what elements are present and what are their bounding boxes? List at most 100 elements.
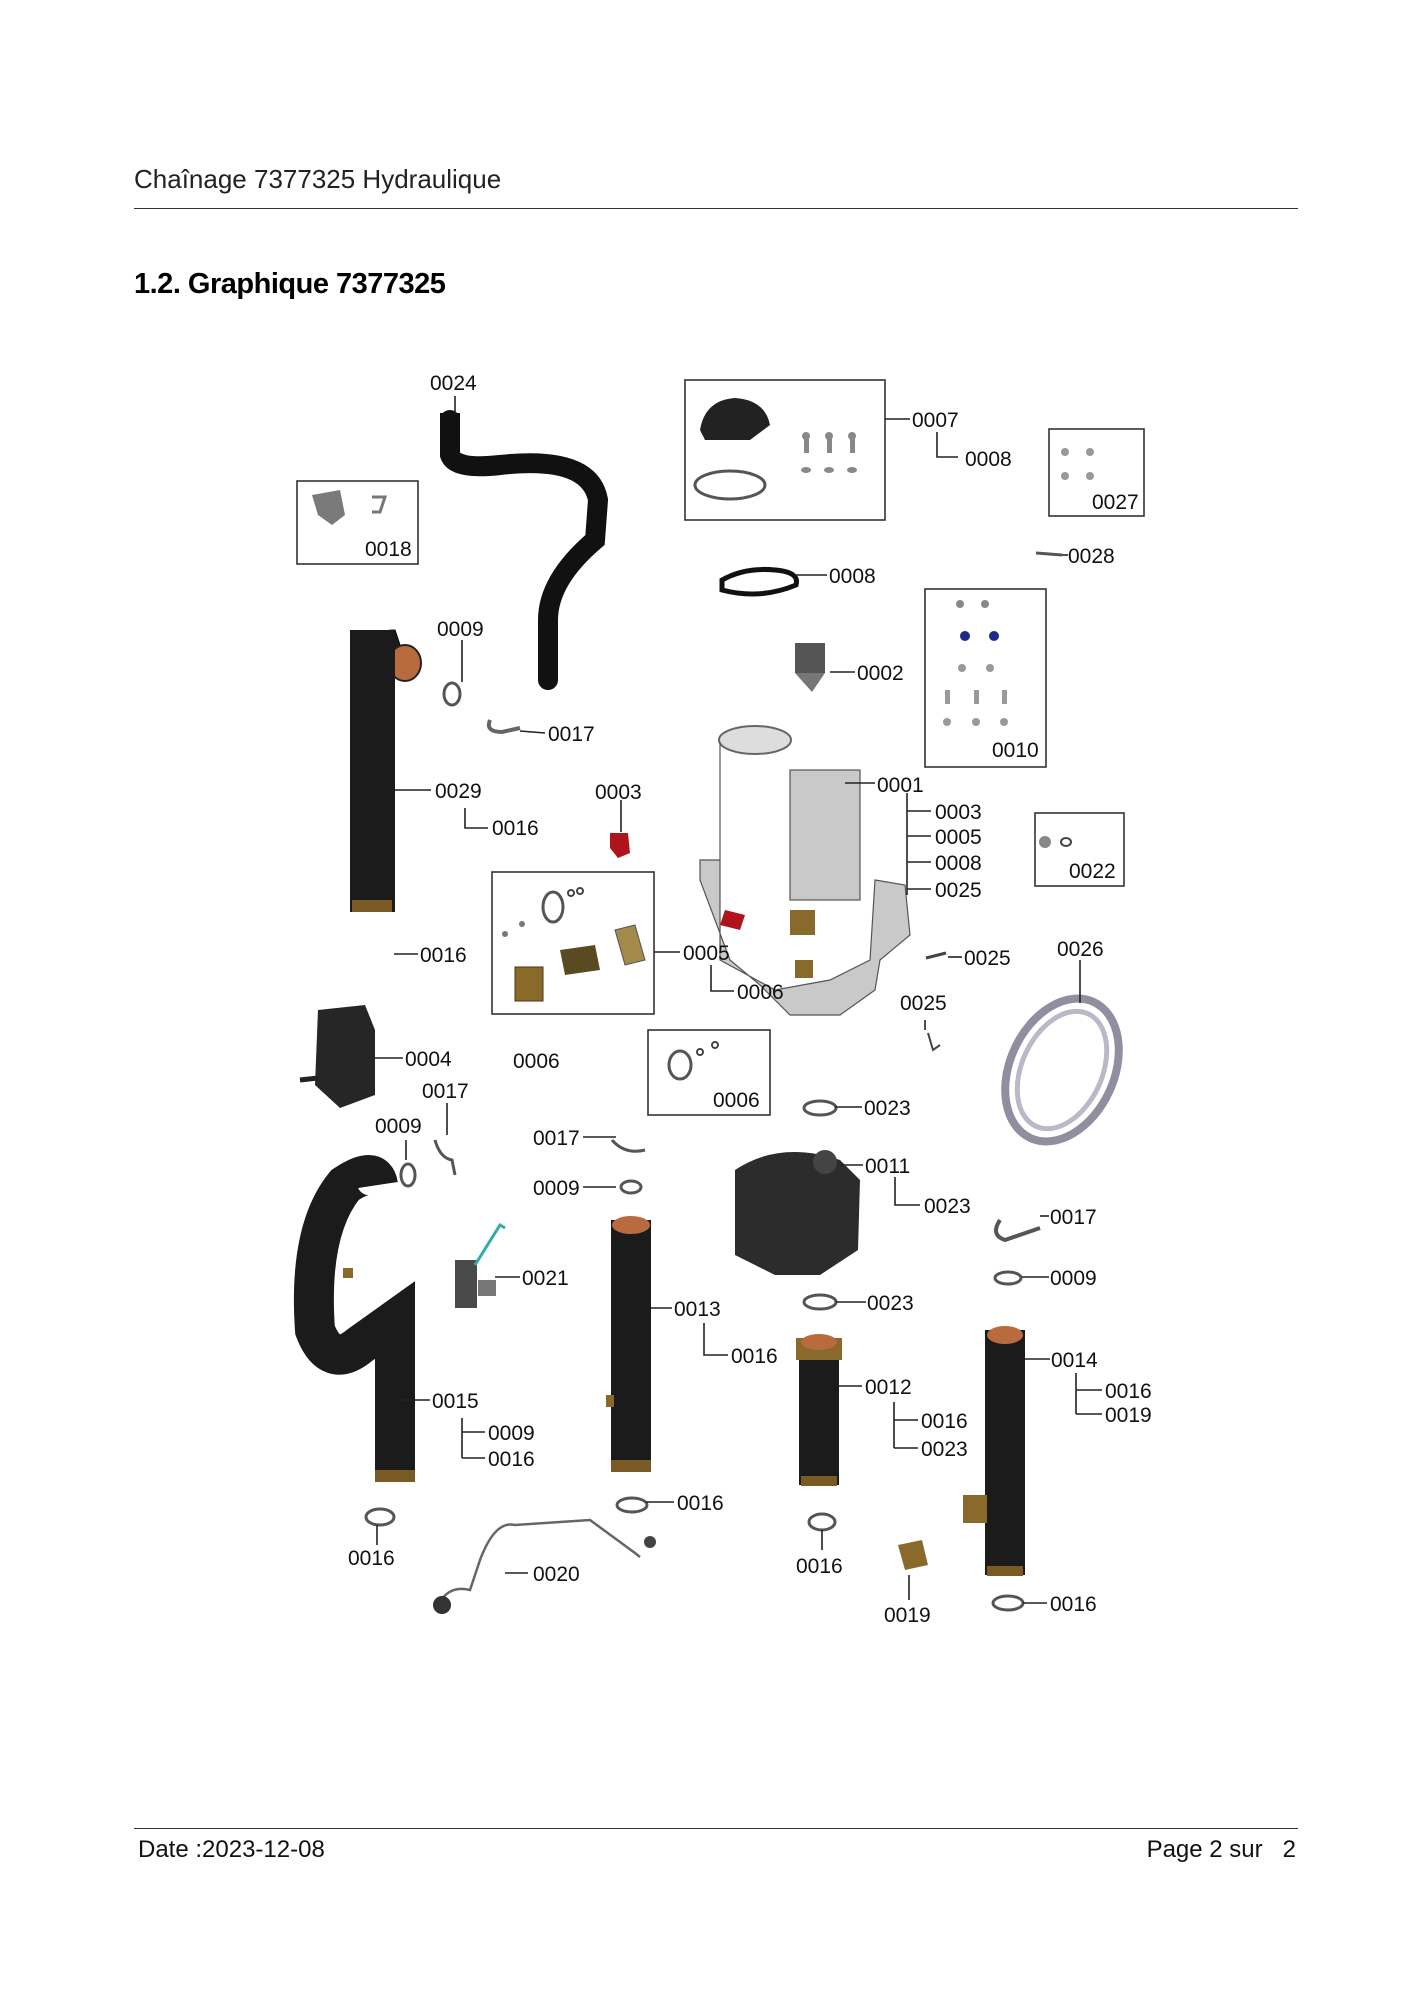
callout-0001: 0001: [877, 774, 924, 797]
callout-0018: 0018: [365, 538, 412, 561]
callout-0029: 0029: [435, 780, 482, 803]
header-rule: [134, 208, 1298, 209]
callout-0023: 0023: [867, 1292, 914, 1315]
washer-part: [615, 1496, 649, 1514]
callout-0003: 0003: [595, 781, 642, 804]
brass-end-pipe-part: [796, 1334, 842, 1486]
callout-0007: 0007: [912, 409, 959, 432]
footer-date: Date :2023-12-08: [138, 1836, 325, 1863]
coiled-hose-part: [1001, 994, 1123, 1146]
callout-0006: 0006: [713, 1089, 760, 1112]
o-ring-part: [993, 1270, 1023, 1286]
callout-0020: 0020: [533, 1563, 580, 1586]
callout-0017: 0017: [548, 723, 595, 746]
o-ring-part: [619, 1179, 643, 1195]
washer-part: [364, 1507, 396, 1527]
probe-wire-part: [433, 1518, 656, 1614]
pump-part: [735, 1150, 860, 1275]
callout-0026: 0026: [1057, 938, 1104, 961]
callout-0014: 0014: [1051, 1349, 1098, 1372]
callout-0016: 0016: [677, 1492, 724, 1515]
callout-0005: 0005: [683, 942, 730, 965]
callout-0010: 0010: [992, 739, 1039, 762]
elbow-fitting-part: [898, 1540, 928, 1570]
pin-part: [1035, 551, 1063, 557]
callout-0006: 0006: [513, 1050, 560, 1073]
callout-0004: 0004: [405, 1048, 452, 1071]
callout-0025: 0025: [964, 947, 1011, 970]
callout-0016: 0016: [1105, 1380, 1152, 1403]
leader-lines: [370, 396, 1102, 1604]
clip-part: [486, 719, 521, 735]
callout-0002: 0002: [857, 662, 904, 685]
callout-0005: 0005: [935, 826, 982, 849]
callout-0008: 0008: [935, 852, 982, 875]
callout-0011: 0011: [865, 1155, 910, 1178]
callout-0019: 0019: [884, 1604, 931, 1627]
callout-0009: 0009: [375, 1115, 422, 1138]
washer-part: [802, 1099, 838, 1117]
callout-0023: 0023: [864, 1097, 911, 1120]
callout-0013: 0013: [674, 1298, 721, 1321]
elbow-pipe-part: [350, 629, 422, 912]
callout-0016: 0016: [420, 944, 467, 967]
callout-0012: 0012: [865, 1376, 912, 1399]
screw-kit-box: [1048, 428, 1145, 517]
nut-kit-box: [1034, 812, 1125, 887]
callout-0016: 0016: [921, 1410, 968, 1433]
filling-valve-part: [455, 1222, 506, 1308]
callout-0006: 0006: [737, 981, 784, 1004]
washer-part: [991, 1594, 1025, 1612]
callout-0009: 0009: [437, 618, 484, 641]
callout-0021: 0021: [522, 1267, 569, 1290]
long-pipe-part: [963, 1326, 1025, 1576]
drain-pipe-part: [440, 410, 609, 690]
callout-0028: 0028: [1068, 545, 1115, 568]
callout-0022: 0022: [1069, 860, 1116, 883]
callout-0009: 0009: [488, 1422, 535, 1445]
section-title: 1.2. Graphique 7377325: [134, 268, 446, 300]
actuator-part: [299, 1005, 375, 1108]
clip-part: [994, 1218, 1041, 1243]
callout-0017: 0017: [422, 1080, 469, 1103]
document-header-title: Chaînage 7377325 Hydraulique: [134, 164, 502, 194]
hydraulic-block-part: [699, 725, 911, 1016]
cartridge-kit-box: [491, 871, 655, 1015]
callout-0016: 0016: [348, 1547, 395, 1570]
callout-0009: 0009: [533, 1177, 580, 1200]
fixing-kit-box: [924, 588, 1047, 768]
callout-0019: 0019: [1105, 1404, 1152, 1427]
callout-0003: 0003: [935, 801, 982, 824]
pin-part: [927, 1032, 941, 1052]
callout-0008: 0008: [965, 448, 1012, 471]
callout-0016: 0016: [492, 817, 539, 840]
callout-0027: 0027: [1092, 491, 1139, 514]
pin-part: [925, 951, 947, 960]
callout-0025: 0025: [935, 879, 982, 902]
washer-part: [802, 1293, 838, 1311]
straight-pipe-part: [606, 1216, 651, 1472]
callout-0016: 0016: [796, 1555, 843, 1578]
valve-clip-box: [296, 480, 419, 565]
clip-part: [610, 1138, 646, 1153]
callout-0009: 0009: [1050, 1267, 1097, 1290]
callout-0024: 0024: [430, 372, 477, 395]
callout-0016: 0016: [1050, 1593, 1097, 1616]
callout-0023: 0023: [921, 1438, 968, 1461]
callout-0025: 0025: [900, 992, 947, 1015]
o-ring-part: [399, 1162, 417, 1188]
plug-red-part: [610, 833, 630, 858]
footer-rule: [134, 1828, 1298, 1829]
callout-0016: 0016: [488, 1448, 535, 1471]
o-ring-kit-box: [647, 1029, 771, 1116]
washer-part: [807, 1512, 837, 1532]
clip-part: [433, 1139, 457, 1176]
callout-0017: 0017: [1050, 1206, 1097, 1229]
sensor-part: [795, 643, 825, 692]
callout-0016: 0016: [731, 1345, 778, 1368]
callout-0015: 0015: [432, 1390, 479, 1413]
cover-kit-box: [684, 379, 886, 521]
callout-0023: 0023: [924, 1195, 971, 1218]
o-ring-part: [442, 681, 462, 707]
seal-part: [719, 567, 800, 597]
